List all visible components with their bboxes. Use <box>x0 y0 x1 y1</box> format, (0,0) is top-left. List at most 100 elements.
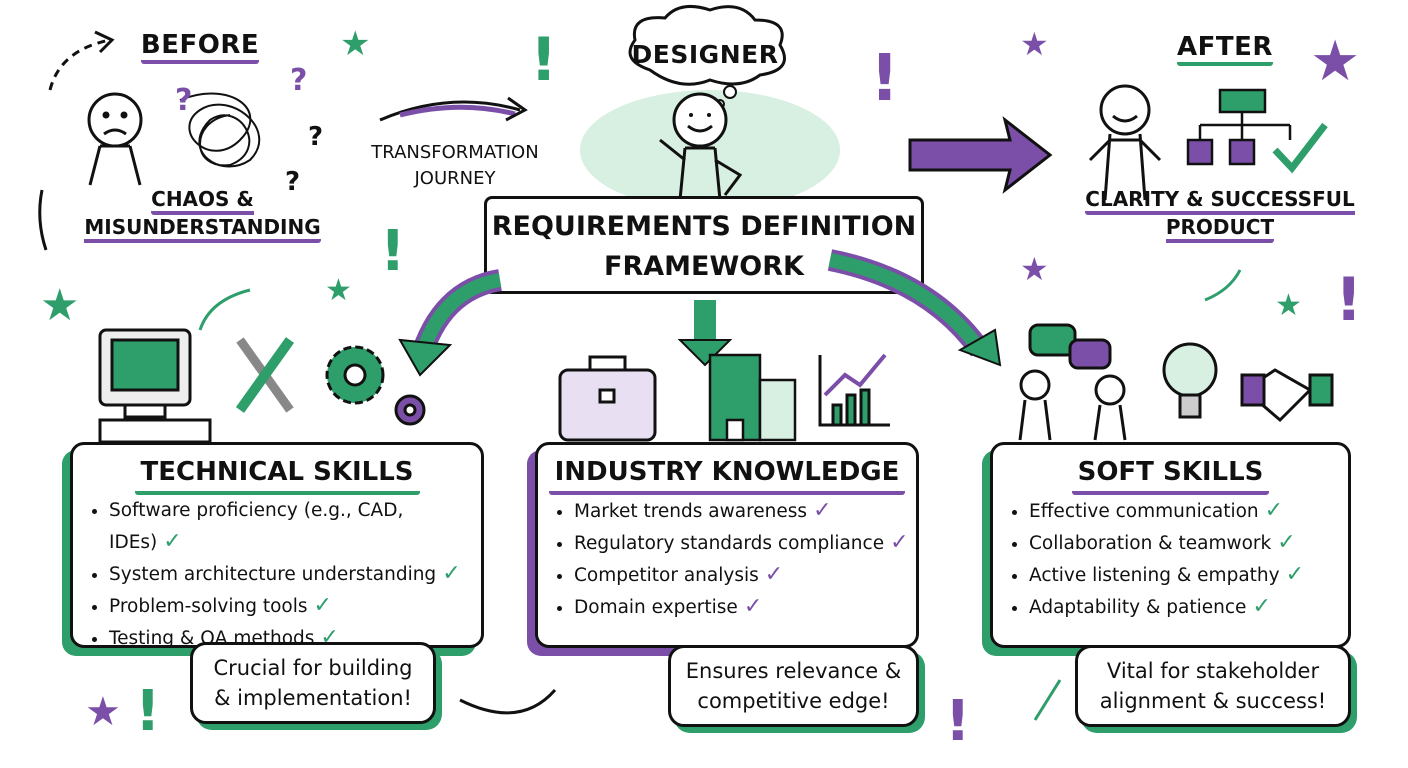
lightbulb-icon <box>1162 342 1218 419</box>
exclamation-icon: ! <box>380 219 406 284</box>
star-icon: ★ <box>85 689 121 735</box>
designer-illustration <box>580 4 840 210</box>
item-text: Collaboration & teamwork <box>1029 533 1272 554</box>
item-text: Market trends awareness <box>574 501 808 522</box>
checkmark-icon: ✓ <box>1264 498 1284 523</box>
soft-skills-icons <box>1018 323 1334 441</box>
list-item: Software proficiency (e.g., CAD, IDEs)✓ <box>109 495 481 558</box>
item-text: Effective communication <box>1029 501 1259 522</box>
arrow-icon <box>198 288 251 331</box>
before-heading: BEFORE <box>130 30 270 64</box>
down-arrow-icon <box>38 189 48 251</box>
journey-arrow-icon <box>379 96 528 122</box>
panel-title: SOFT SKILLS <box>993 457 1348 495</box>
arrow-icon <box>1204 269 1242 302</box>
checkmark-icon: ✓ <box>813 498 832 523</box>
industry-knowledge-panel: INDUSTRY KNOWLEDGE Market trends awarene… <box>535 442 919 648</box>
checkmark-icon: ✓ <box>743 594 763 619</box>
exclamation-icon: ! <box>530 25 557 95</box>
exclamation-icon: ! <box>1335 265 1362 335</box>
list-item: Collaboration & teamwork✓ <box>1029 527 1348 559</box>
industry-icons <box>558 353 890 442</box>
handshake-icon <box>1240 368 1334 423</box>
soft-skills-panel: SOFT SKILLS Effective communication✓ Col… <box>990 442 1351 648</box>
checkmark-icon: ✓ <box>163 529 182 554</box>
soft-skills-title: SOFT SKILLS <box>1071 457 1270 495</box>
checkmark-icon: ✓ <box>764 562 784 587</box>
star-icon: ★ <box>325 273 352 308</box>
svg-text:?: ? <box>308 122 323 152</box>
item-text: Regulatory standards compliance <box>574 533 885 554</box>
happy-person-icon <box>1088 84 1162 201</box>
panel-title: TECHNICAL SKILLS <box>73 457 481 495</box>
list-item: Market trends awareness✓ <box>574 495 916 527</box>
technical-skills-panel: TECHNICAL SKILLS Software proficiency (e… <box>70 442 484 650</box>
list-item: Adaptability & patience✓ <box>1029 591 1348 623</box>
clarity-caption-text: CLARITY & SUCCESSFUL PRODUCT <box>1085 187 1355 243</box>
curved-arrow-icon <box>459 689 557 715</box>
question-mark-icon: ? <box>175 83 192 118</box>
technical-skills-title: TECHNICAL SKILLS <box>134 457 420 495</box>
building-icon <box>708 353 797 442</box>
technical-icons <box>98 328 426 444</box>
after-label: AFTER <box>1177 32 1273 66</box>
gear-icon <box>325 345 426 426</box>
people-talking-icon <box>1018 369 1127 441</box>
soft-skills-list: Effective communication✓ Collaboration &… <box>993 495 1348 623</box>
exclamation-icon: ! <box>870 42 899 116</box>
dashed-arrow-icon <box>48 38 111 91</box>
chat-bubbles-icon <box>1028 323 1112 370</box>
after-heading: AFTER <box>1160 32 1290 66</box>
item-text: System architecture understanding <box>109 564 437 585</box>
list-item: Active listening & empathy✓ <box>1029 559 1348 591</box>
clarity-caption: CLARITY & SUCCESSFUL PRODUCT <box>1085 185 1355 243</box>
growth-chart-icon <box>818 353 890 427</box>
star-icon: ★ <box>40 280 79 331</box>
thought-cloud-icon <box>628 4 786 86</box>
item-text: Problem-solving tools <box>109 596 308 617</box>
item-text: Software proficiency (e.g., CAD, IDEs) <box>109 500 404 553</box>
flowchart-icon <box>1186 88 1292 166</box>
checkmark-icon: ✓ <box>1285 562 1305 587</box>
star-icon: ★ <box>1275 288 1302 323</box>
industry-callout: Ensures relevance & competitive edge! <box>668 645 919 727</box>
svg-text:?: ? <box>290 63 307 98</box>
briefcase-icon <box>558 355 657 442</box>
checkmark-icon: ✓ <box>313 593 332 618</box>
panel-title: INDUSTRY KNOWLEDGE <box>538 457 916 495</box>
list-item: Problem-solving tools✓ <box>109 590 481 622</box>
svg-text:?: ? <box>285 167 300 197</box>
item-text: Competitor analysis <box>574 565 759 586</box>
industry-knowledge-title: INDUSTRY KNOWLEDGE <box>548 457 906 495</box>
list-item: Competitor analysis✓ <box>574 559 916 591</box>
technical-skills-list: Software proficiency (e.g., CAD, IDEs)✓ … <box>73 495 481 654</box>
chaos-illustration: ? ? ? ? <box>38 30 323 251</box>
designer-label: DESIGNER <box>631 40 779 69</box>
before-label: BEFORE <box>140 30 260 64</box>
technical-callout: Crucial for building & implementation! <box>190 642 436 724</box>
star-icon: ★ <box>1020 25 1049 63</box>
list-item: Domain expertise✓ <box>574 591 916 623</box>
checkmark-icon: ✓ <box>1252 594 1271 619</box>
sad-person-icon <box>87 92 143 186</box>
checkmark-icon: ✓ <box>1277 530 1296 555</box>
list-item: Effective communication✓ <box>1029 495 1348 527</box>
tangle-scribble-icon <box>179 92 261 168</box>
designer-person-icon <box>659 92 743 201</box>
branch-arrows <box>398 249 1002 377</box>
item-text: Adaptability & patience <box>1029 597 1247 618</box>
wrench-screwdriver-icon <box>235 337 295 413</box>
list-item: System architecture understanding✓ <box>109 558 481 590</box>
right-arrow-icon <box>908 116 1053 194</box>
chaos-caption-text: CHAOS & MISUNDERSTANDING <box>84 187 321 243</box>
clarity-illustration <box>908 84 1328 201</box>
arrow-icon <box>1033 679 1062 721</box>
soft-skills-callout: Vital for stakeholder alignment & succes… <box>1075 645 1351 727</box>
exclamation-icon: ! <box>135 679 161 744</box>
item-text: Active listening & empathy <box>1029 565 1280 586</box>
star-icon: ★ <box>1310 29 1360 94</box>
chaos-caption: CHAOS & MISUNDERSTANDING <box>80 185 325 243</box>
journey-label: TRANSFORMATION JOURNEY <box>371 142 539 189</box>
checkmark-icon <box>1272 122 1328 174</box>
